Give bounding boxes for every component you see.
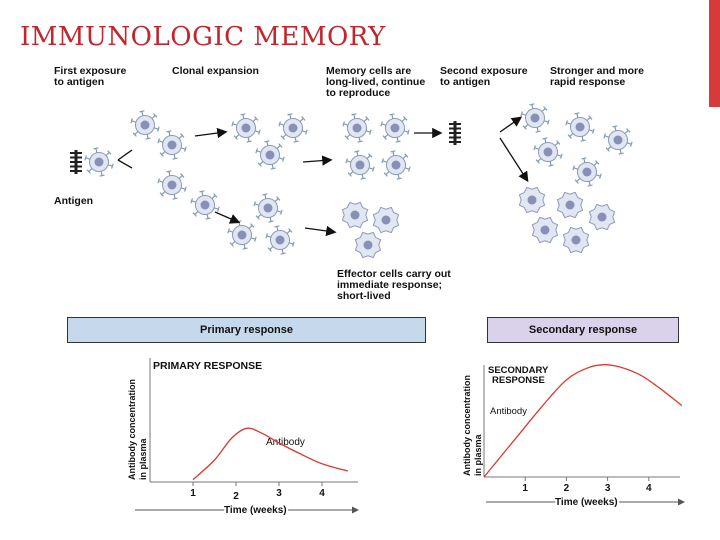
lymphocyte-cell [345,150,375,180]
primary-tick-label: 4 [319,488,325,499]
secondary-ylabel-line2: in plasma [473,433,483,476]
lymphocyte-cell [231,113,261,143]
primary-tick-label: 3 [276,488,282,499]
effector-cell [518,186,546,214]
label-effector-cells: Effector cells carry out immediate respo… [337,268,451,302]
secondary-tick-label: 2 [564,483,570,494]
effector-cell [372,206,400,234]
lymphocyte-cell [253,193,283,223]
effector-cell [341,201,369,229]
lymphocyte-cell [520,103,550,133]
secondary-ylabel-line1: Antibody concentration [462,375,472,476]
antigen-icon [70,150,82,174]
label-stronger-response: Stronger and more rapid response [550,65,644,88]
effector-cell [531,216,559,244]
primary-tick-label: 1 [190,488,196,499]
primary-xlabel: Time (weeks) [224,505,287,516]
primary-antibody-curve [192,427,348,481]
page-title: IMMUNOLOGIC MEMORY [20,22,386,52]
lymphocyte-cell [157,130,187,160]
effector-cell [562,226,590,254]
secondary-tick-label: 3 [605,483,611,494]
lymphocyte-cell [380,113,410,143]
lymphocyte-cell [533,137,563,167]
lymphocyte-cell [190,190,220,220]
accent-bar [709,0,720,107]
label-second-exposure: Second exposure to antigen [440,65,528,88]
secondary-series-label: Antibody [490,406,527,417]
label-antigen: Antigen [54,195,94,207]
primary-response-chart: PRIMARY RESPONSE Antibody Antibody conce… [127,358,359,518]
secondary-response-chart: SECONDARY RESPONSE Antibody Antibody con… [462,364,685,510]
secondary-tick-label: 1 [522,483,528,494]
primary-ylabel-line1: Antibody concentration [127,379,137,480]
lymphocyte-cell [130,110,160,140]
primary-series-label: Antibody [266,437,305,448]
primary-tick-label: 2 [233,491,239,502]
primary-chart-title: PRIMARY RESPONSE [153,360,262,372]
lymphocyte-cell [265,225,295,255]
secondary-antibody-curve [483,364,683,478]
lymphocyte-cell [255,140,285,170]
lymphocyte-cell [572,157,602,187]
antigen-icon [449,121,461,145]
lymphocyte-cell [565,112,595,142]
label-first-exposure: First exposure to antigen [54,65,127,88]
secondary-tick-label: 4 [646,483,652,494]
secondary-chart-title-line1: SECONDARY [488,365,549,376]
lymphocyte-cell [342,113,372,143]
secondary-response-box: Secondary response [487,317,679,343]
lymphocyte-cell [84,147,114,177]
effector-cell [556,191,584,219]
primary-ylabel-line2: in plasma [138,437,148,480]
primary-response-box: Primary response [67,317,426,343]
lymphocyte-cell [603,125,633,155]
lymphocyte-cell [381,150,411,180]
effector-cell [354,231,382,259]
label-clonal-expansion: Clonal expansion [172,65,259,77]
clonal-expansion-diagram [70,103,633,259]
lymphocyte-cell [227,220,257,250]
secondary-xlabel: Time (weeks) [555,497,618,508]
lymphocyte-cell [278,113,308,143]
lymphocyte-cell [157,170,187,200]
effector-cell [588,203,616,231]
secondary-chart-title-line2: RESPONSE [492,375,545,386]
label-memory-cells: Memory cells are long-lived, continue to… [326,65,426,99]
